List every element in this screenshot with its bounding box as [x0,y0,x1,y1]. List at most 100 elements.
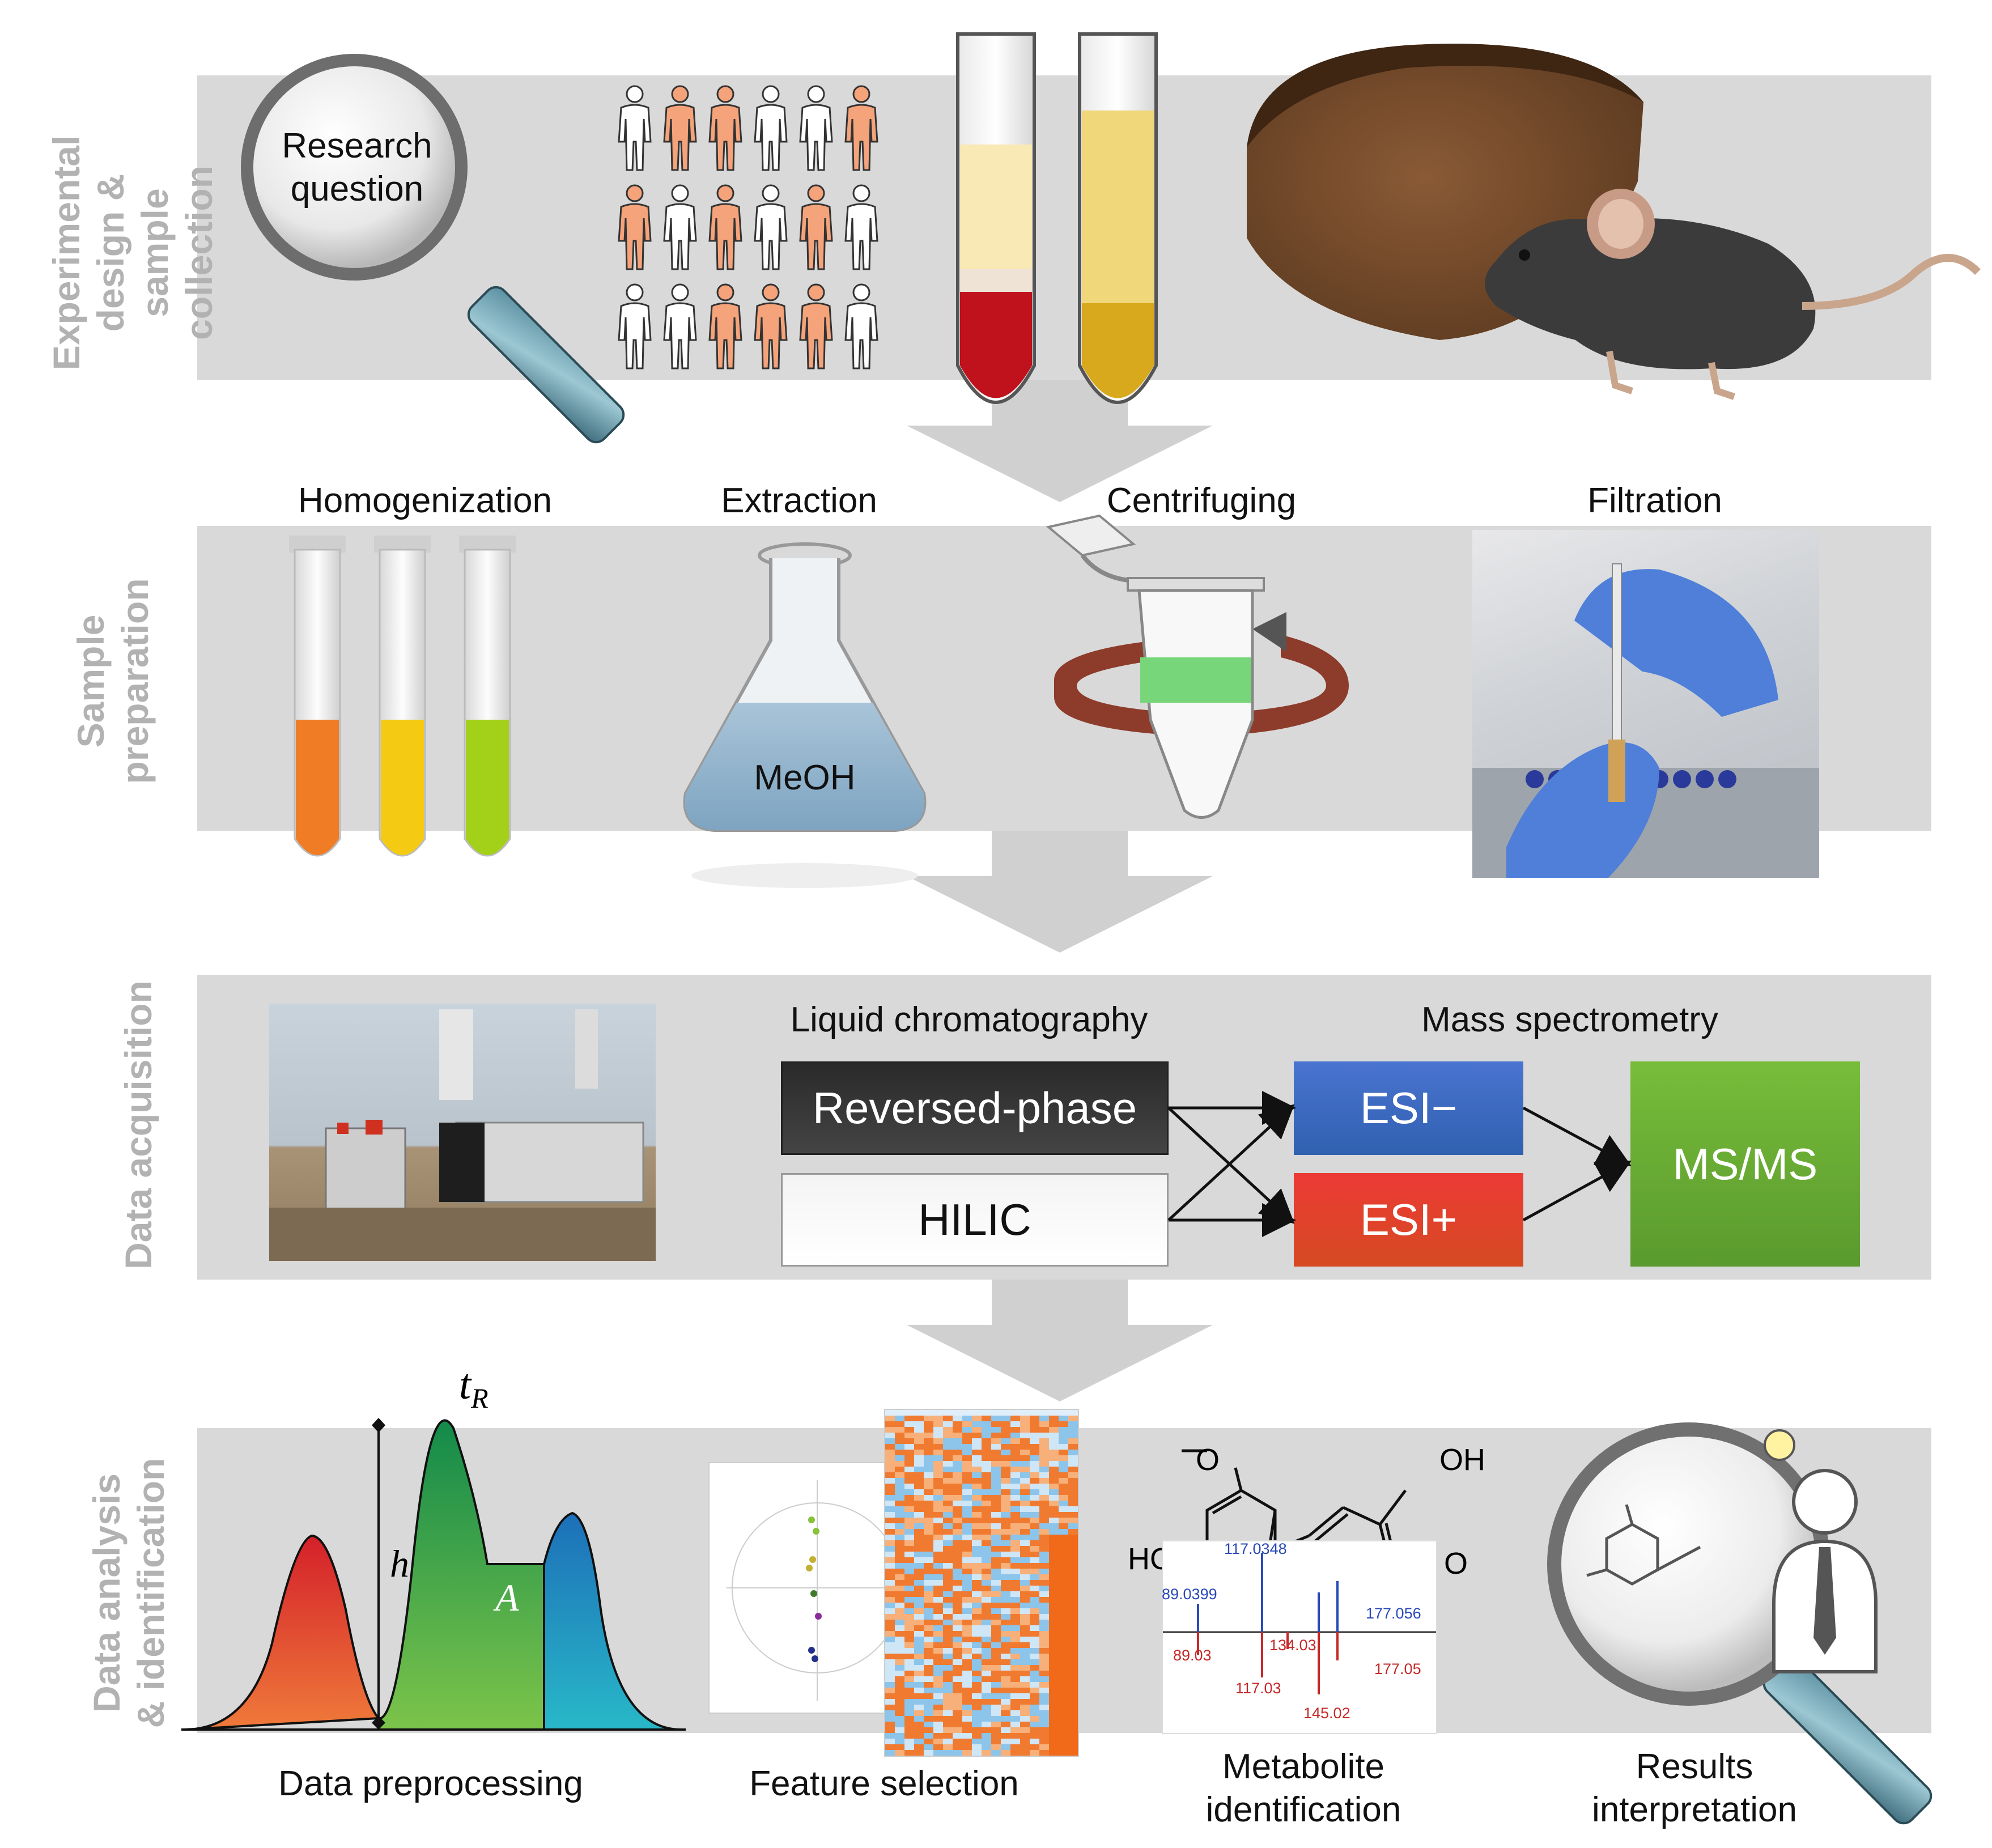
heatmap-cell [1039,1421,1049,1427]
heatmap-cell [1059,1472,1068,1478]
heatmap-cell [1039,1750,1049,1756]
ms-title: Mass spectrometry [1421,1000,1718,1039]
heatmap-cell [924,1716,933,1722]
heatmap-cell [933,1552,943,1557]
heatmap-cell [904,1625,914,1631]
heatmap-cell [1010,1648,1020,1654]
heatmap-cell [1039,1693,1049,1699]
heatmap-cell [904,1529,914,1535]
heatmap-cell [991,1438,1001,1444]
heatmap-cell [1001,1608,1010,1614]
heatmap-cell [885,1563,895,1569]
heatmap-cell [962,1597,972,1603]
esi-negative-box: ESI− [1294,1061,1523,1155]
mouse-icon [1485,189,1981,400]
heatmap-cell [1059,1512,1068,1518]
heatmap-cell [943,1739,953,1744]
heatmap-cell [972,1444,982,1450]
heatmap-cell [1059,1642,1068,1648]
heatmap-cell [991,1450,1001,1455]
heatmap-cell [991,1495,1001,1501]
heatmap-cell [1068,1625,1078,1631]
heatmap-cell [1001,1591,1010,1597]
heatmap-cell [1059,1586,1068,1591]
heatmap-cell [1049,1450,1059,1455]
heatmap-cell [982,1648,991,1654]
heatmap-cell [982,1518,991,1523]
heatmap-cell [1049,1648,1059,1654]
heatmap-cell [895,1699,904,1705]
heatmap-cell [1010,1512,1020,1518]
heatmap-cell [1049,1444,1059,1450]
heatmap-cell [914,1727,924,1733]
heatmap-cell [1001,1478,1010,1484]
heatmap-cell [1039,1654,1049,1659]
heatmap-cell [1039,1535,1049,1540]
heatmap-cell [885,1671,895,1676]
heatmap-cell [1030,1580,1039,1586]
heatmap-cell [1010,1699,1020,1705]
heatmap-cell [1039,1727,1049,1733]
heatmap-cell [982,1501,991,1506]
heatmap-cell [1010,1716,1020,1722]
heatmap-cell [895,1557,904,1563]
heatmap-cell [1020,1427,1030,1433]
heatmap-cell [972,1529,982,1535]
heatmap-cell [982,1591,991,1597]
heatmap-cell [1030,1603,1039,1608]
heatmap-cell [1001,1744,1010,1750]
heatmap-cell [1030,1478,1039,1484]
heatmap-cell [1068,1699,1078,1705]
heatmap-cell [924,1710,933,1716]
heatmap-cell [1010,1416,1020,1421]
heatmap-cell [1030,1563,1039,1569]
heatmap-cell [1030,1523,1039,1529]
heatmap-cell [1049,1739,1059,1744]
heatmap-cell [962,1727,972,1733]
heatmap-cell [1020,1433,1030,1438]
heatmap-cell [885,1631,895,1637]
heatmap-cell [1030,1586,1039,1591]
heatmap-cell [982,1433,991,1438]
heatmap-cell [1049,1467,1059,1472]
heatmap-cell [972,1631,982,1637]
heatmap-cell [962,1642,972,1648]
heatmap-cell [933,1710,943,1716]
heatmap-cell [1059,1580,1068,1586]
heatmap-cell [1039,1569,1049,1574]
person-icon [708,85,742,171]
heatmap-cell [1001,1540,1010,1546]
heatmap-cell [924,1682,933,1688]
heatmap-cell [953,1455,962,1461]
heatmap-cell [895,1484,904,1489]
heatmap-cell [1049,1591,1059,1597]
heatmap-cell [1068,1608,1078,1614]
heatmap-cell [924,1489,933,1495]
heatmap-cell [1010,1467,1020,1472]
heatmap-cell [943,1750,953,1756]
heatmap-cell [914,1427,924,1433]
heatmap-cell [885,1489,895,1495]
heatmap-cell [933,1608,943,1614]
heatmap-cell [1010,1461,1020,1467]
heatmap-cell [972,1557,982,1563]
heatmap-cell [1068,1569,1078,1574]
heatmap-cell [943,1506,953,1512]
heatmap-cell [943,1654,953,1659]
heatmap-cell [1049,1693,1059,1699]
heatmap-cell [943,1450,953,1455]
heatmap-cell [962,1699,972,1705]
heatmap-cell [1020,1535,1030,1540]
heatmap-cell [1001,1467,1010,1472]
heatmap-cell [943,1716,953,1722]
heatmap-cell [904,1710,914,1716]
heatmap-cell [1068,1450,1078,1455]
heatmap-cell [1059,1569,1068,1574]
heatmap-cell [972,1478,982,1484]
heatmap-cell [1049,1699,1059,1705]
heatmap-cell [933,1693,943,1699]
heatmap-cell [933,1625,943,1631]
heatmap-cell [885,1444,895,1450]
heatmap-cell [972,1591,982,1597]
heatmap-cell [1068,1733,1078,1739]
